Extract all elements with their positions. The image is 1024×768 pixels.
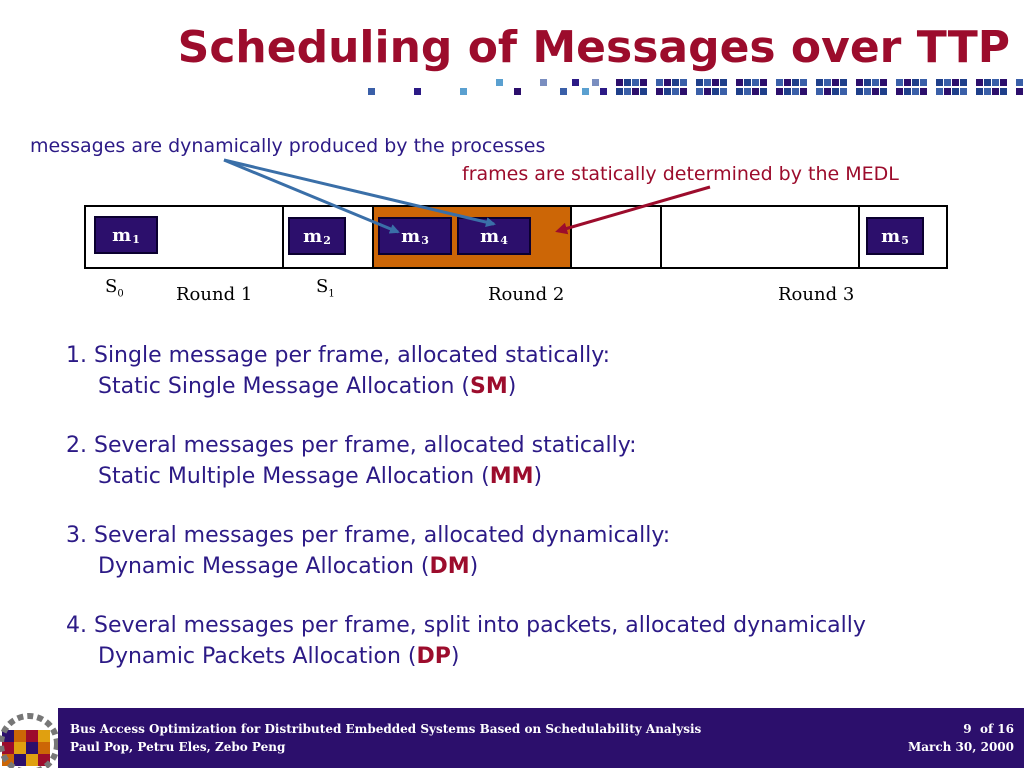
abbreviation: MM (489, 464, 534, 489)
frame-cell-5 (660, 205, 860, 269)
round-label-2: Round 2 (488, 284, 565, 305)
slide-title: Scheduling of Messages over TTP (177, 22, 1010, 73)
list-item: 3. Several messages per frame, allocated… (66, 523, 671, 579)
footer-authors: Paul Pop, Petru Eles, Zebo Peng (70, 740, 286, 754)
round-label-1: Round 1 (176, 284, 253, 305)
medl-annotation: frames are statically determined by the … (462, 163, 899, 185)
abbreviation: DM (429, 554, 470, 579)
university-logo-icon (0, 708, 58, 768)
footer-bar: Bus Access Optimization for Distributed … (0, 708, 1024, 768)
abbreviation: SM (469, 374, 508, 399)
decorative-mosaic (368, 79, 1023, 95)
list-item: 1. Single message per frame, allocated s… (66, 343, 611, 399)
allocation-list: 1. Single message per frame, allocated s… (66, 340, 1016, 700)
slot-label-s1: S1 (316, 276, 335, 300)
slot-label-s0: S0 (105, 276, 124, 300)
round-label-3: Round 3 (778, 284, 855, 305)
footer-paper-title: Bus Access Optimization for Distributed … (70, 722, 702, 736)
footer-date: March 30, 2000 (907, 740, 1014, 754)
footer-page-number: 9 of 16 (963, 722, 1014, 736)
list-item: 2. Several messages per frame, allocated… (66, 433, 637, 489)
list-item: 4. Several messages per frame, split int… (66, 613, 866, 669)
abbreviation: DP (416, 644, 451, 669)
frame-cell-4 (570, 205, 662, 269)
processes-annotation: messages are dynamically produced by the… (30, 135, 546, 157)
